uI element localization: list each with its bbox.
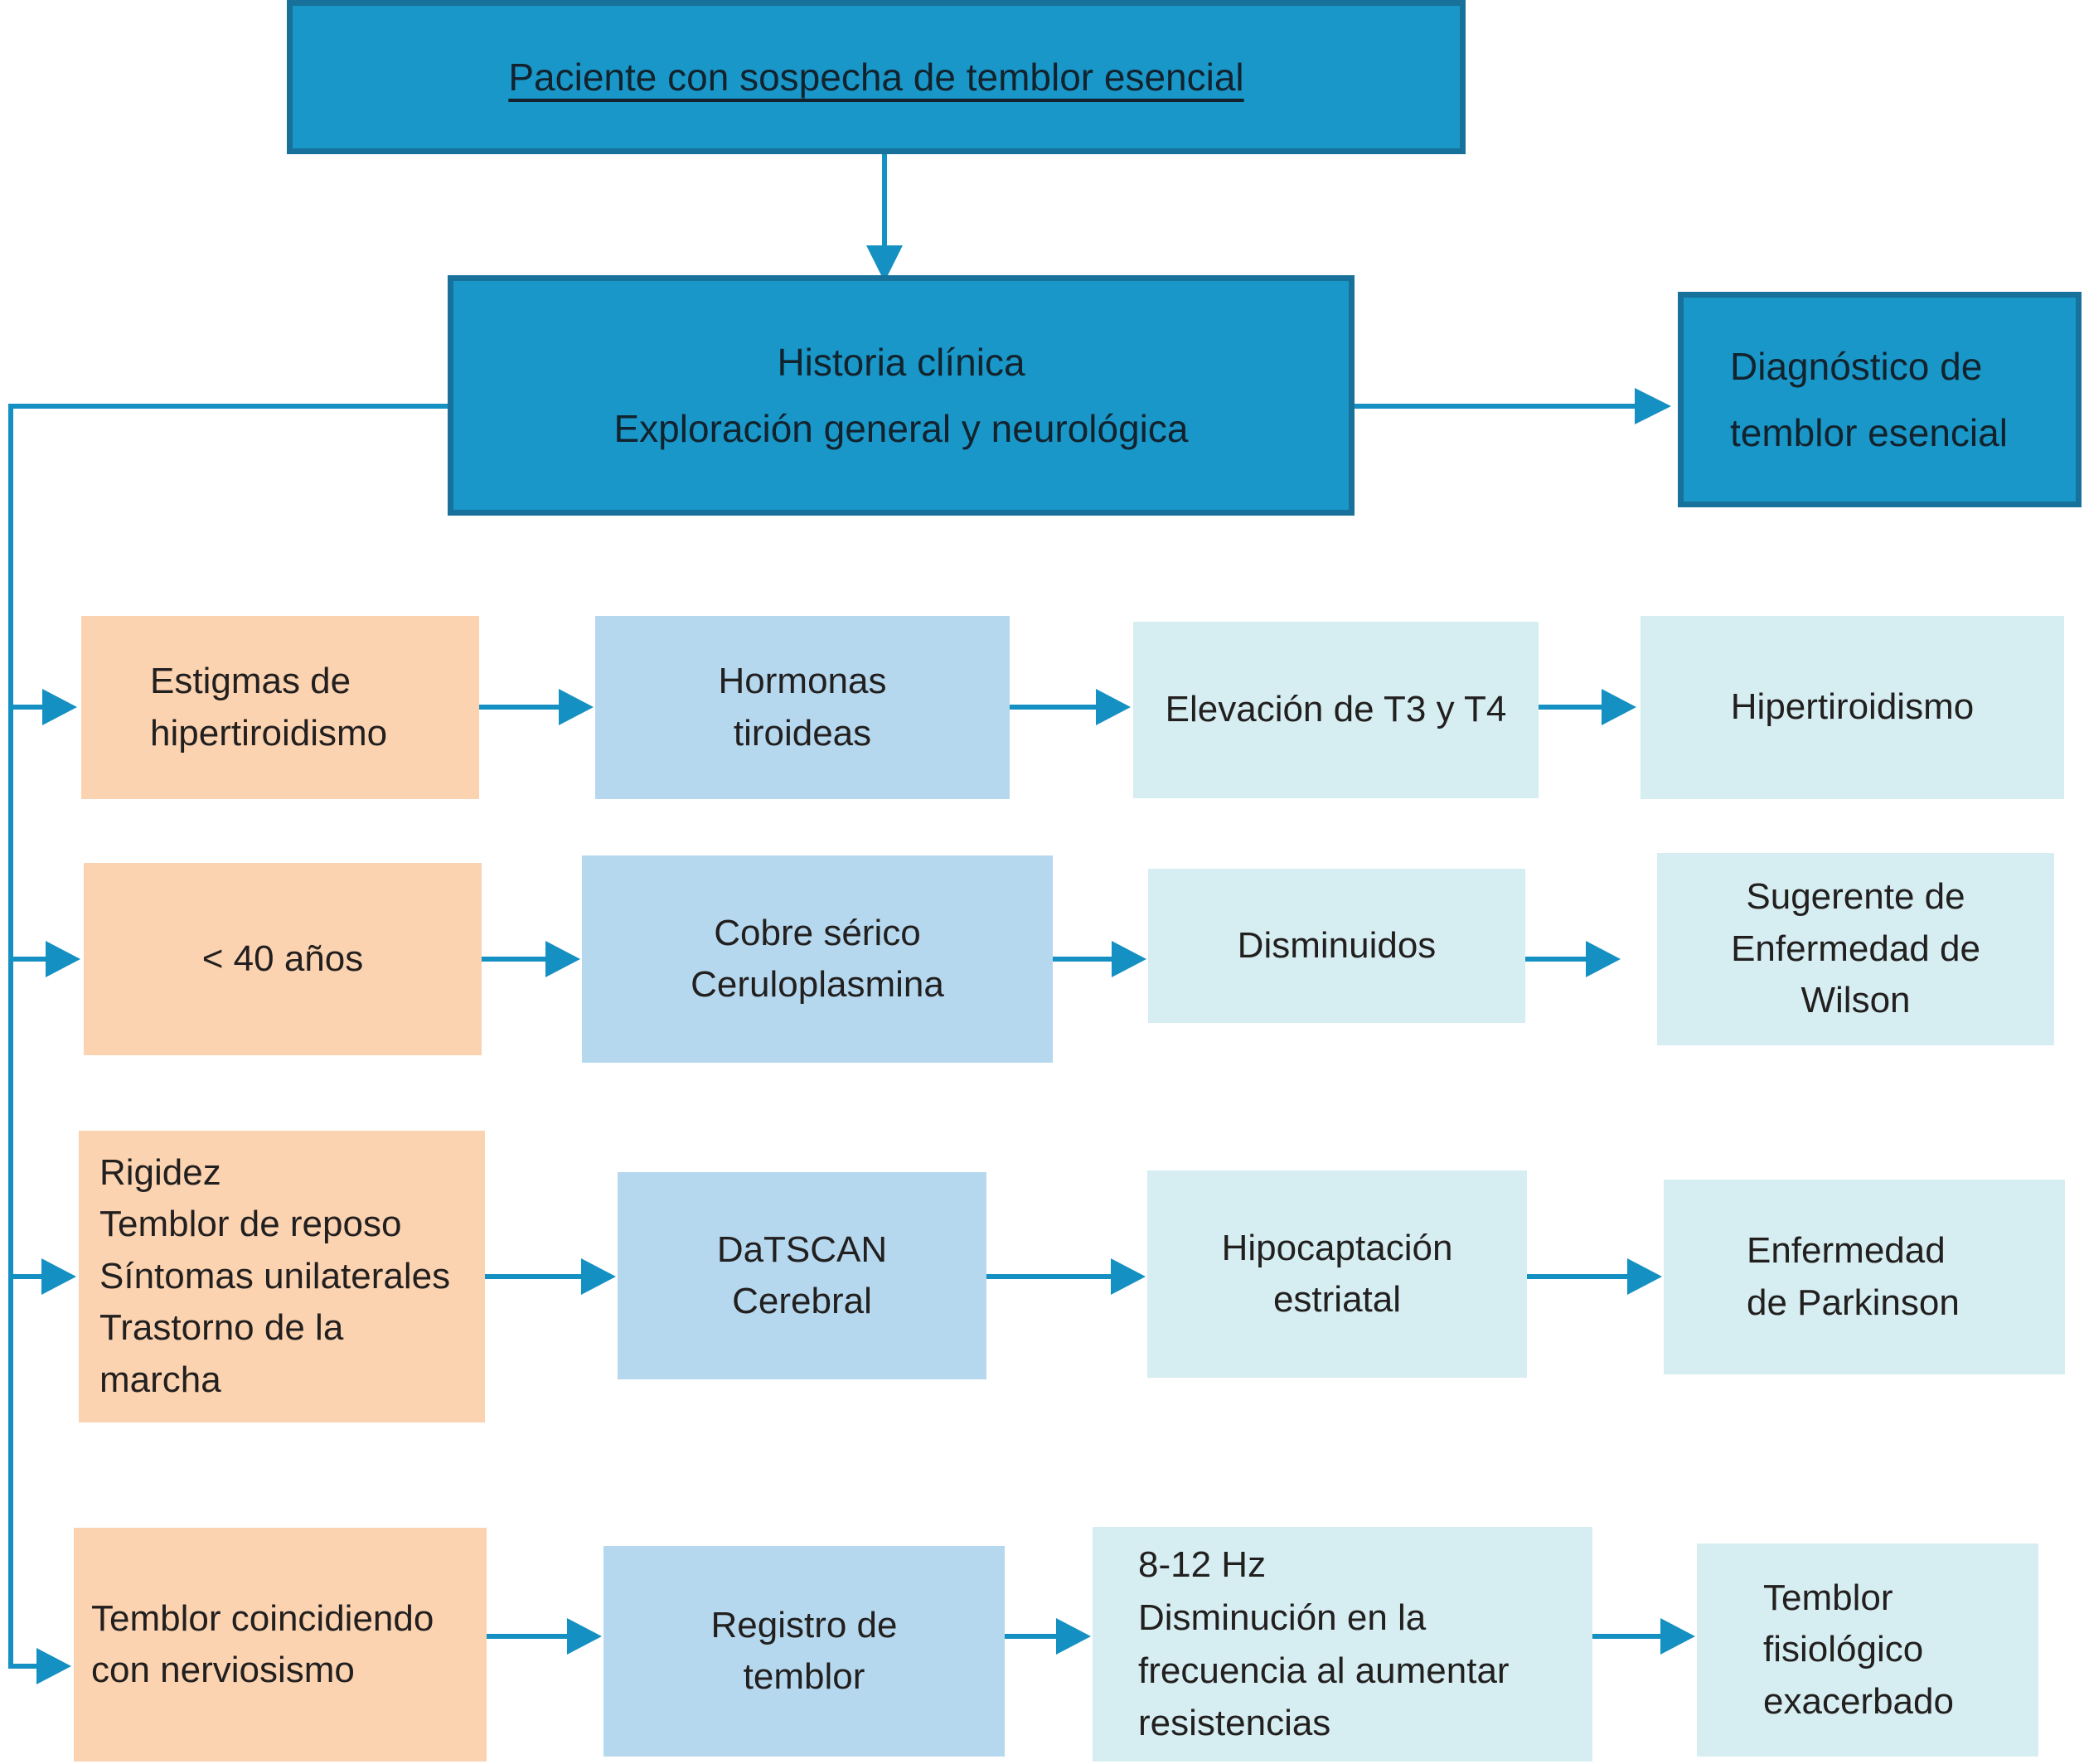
row3-test-node: DaTSCAN Cerebral bbox=[618, 1172, 986, 1379]
row2-conclusion-node: Sugerente de Enfermedad de Wilson bbox=[1657, 853, 2054, 1045]
diagnosis-node-label: Diagnóstico de temblor esencial bbox=[1730, 344, 2008, 455]
row3-result-label: Hipocaptación estriatal bbox=[1221, 1227, 1453, 1320]
arrow-rail-to-row2 bbox=[11, 941, 80, 977]
row1-test-label: Hormonas tiroideas bbox=[718, 661, 887, 754]
row3-conclusion-label: Enfermedad de Parkinson bbox=[1747, 1230, 1960, 1323]
arrow-row1-test-to-result bbox=[1010, 689, 1131, 725]
arrow-row2-result-to-conclusion bbox=[1525, 941, 1621, 977]
row3-test-label: DaTSCAN Cerebral bbox=[716, 1228, 888, 1321]
row4-conclusion-node: Temblor fisiológico exacerbado bbox=[1697, 1544, 2038, 1757]
row1-result-node: Elevación de T3 y T4 bbox=[1133, 622, 1539, 798]
row3-result-node: Hipocaptación estriatal bbox=[1147, 1170, 1527, 1378]
arrow-rail-to-row1 bbox=[11, 689, 77, 725]
arrow-evaluation-to-diagnosis bbox=[1355, 388, 1671, 424]
arrow-row3-result-to-conclusion bbox=[1527, 1258, 1662, 1295]
arrow-row3-finding-to-test bbox=[485, 1258, 616, 1295]
row2-finding-node: < 40 años bbox=[84, 863, 482, 1055]
arrow-rail-to-row3 bbox=[11, 1258, 76, 1295]
row1-test-node: Hormonas tiroideas bbox=[595, 616, 1010, 799]
row2-test-label: Cobre sérico Ceruloplasmina bbox=[691, 912, 944, 1005]
start-node: Paciente con sospecha de temblor esencia… bbox=[287, 0, 1466, 154]
row4-test-label: Registro de temblor bbox=[710, 1604, 898, 1697]
row2-finding-label: < 40 años bbox=[201, 938, 364, 979]
row4-result-node: 8-12 Hz Disminución en la frecuencia al … bbox=[1093, 1527, 1592, 1762]
row1-finding-label: Estigmas de hipertiroidismo bbox=[150, 661, 388, 754]
row1-conclusion-label: Hipertiroidismo bbox=[1730, 686, 1975, 728]
row2-result-node: Disminuidos bbox=[1148, 869, 1525, 1023]
arrow-row4-test-to-result bbox=[1005, 1618, 1091, 1655]
arrow-start-to-evaluation bbox=[866, 154, 903, 282]
start-node-label: Paciente con sospecha de temblor esencia… bbox=[508, 55, 1244, 99]
arrow-row4-result-to-conclusion bbox=[1592, 1618, 1695, 1655]
row1-conclusion-node: Hipertiroidismo bbox=[1641, 616, 2064, 799]
row3-finding-label: Rigidez Temblor de reposo Síntomas unila… bbox=[99, 1151, 451, 1400]
row4-conclusion-label: Temblor fisiológico exacerbado bbox=[1763, 1577, 1954, 1722]
arrow-row4-finding-to-test bbox=[487, 1618, 602, 1655]
row1-result-label: Elevación de T3 y T4 bbox=[1165, 689, 1507, 730]
row4-finding-label: Temblor coincidiendo con nerviosismo bbox=[91, 1597, 434, 1690]
arrow-row2-finding-to-test bbox=[482, 941, 580, 977]
row4-result-label: 8-12 Hz Disminución en la frecuencia al … bbox=[1138, 1544, 1510, 1744]
evaluation-node: Historia clínica Exploración general y n… bbox=[448, 275, 1355, 516]
row3-conclusion-node: Enfermedad de Parkinson bbox=[1664, 1180, 2065, 1374]
arrow-row1-finding-to-test bbox=[479, 689, 594, 725]
row3-finding-node: Rigidez Temblor de reposo Síntomas unila… bbox=[79, 1131, 485, 1422]
row1-finding-node: Estigmas de hipertiroidismo bbox=[81, 616, 479, 799]
row4-finding-node: Temblor coincidiendo con nerviosismo bbox=[74, 1528, 487, 1762]
diagnosis-node: Diagnóstico de temblor esencial bbox=[1678, 292, 2082, 507]
row4-test-node: Registro de temblor bbox=[603, 1546, 1005, 1757]
arrow-row2-test-to-result bbox=[1053, 941, 1146, 977]
arrow-row1-result-to-conclusion bbox=[1539, 689, 1636, 725]
row2-test-node: Cobre sérico Ceruloplasmina bbox=[582, 855, 1053, 1063]
row2-conclusion-label: Sugerente de Enfermedad de Wilson bbox=[1731, 876, 1980, 1021]
row2-result-label: Disminuidos bbox=[1237, 924, 1437, 966]
evaluation-node-label: Historia clínica Exploración general y n… bbox=[613, 340, 1189, 451]
arrow-row3-test-to-result bbox=[986, 1258, 1146, 1295]
left-connector-rail bbox=[8, 404, 448, 1684]
